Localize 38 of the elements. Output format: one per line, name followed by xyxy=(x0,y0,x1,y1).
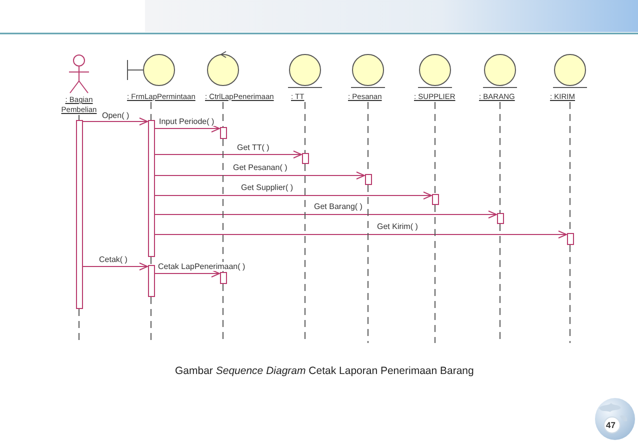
lifeline xyxy=(150,256,152,266)
message-arrow xyxy=(82,262,148,270)
activation-bar xyxy=(302,153,308,164)
message-arrow xyxy=(154,230,567,238)
message-arrow xyxy=(154,124,220,132)
message-arrow xyxy=(154,172,365,180)
message-label: Open( ) xyxy=(101,111,130,120)
activation-bar xyxy=(220,272,226,284)
caption: Gambar Sequence Diagram Cetak Laporan Penerimaan Barang xyxy=(175,365,474,378)
lifeline xyxy=(222,138,224,272)
lifeline xyxy=(434,102,436,194)
message-label: Cetak LapPenerimaan( ) xyxy=(157,262,246,271)
lifeline xyxy=(150,102,152,120)
activation-bar xyxy=(364,174,372,185)
message-arrow xyxy=(154,210,497,218)
message-label: Input Periode( ) xyxy=(158,117,216,126)
lifeline xyxy=(222,102,224,128)
lifeline xyxy=(434,204,436,344)
message-label: Get TT( ) xyxy=(236,143,270,152)
message-label: Get Supplier( ) xyxy=(240,183,294,192)
activation-bar xyxy=(148,265,154,297)
lifeline xyxy=(304,102,306,154)
activation-bar xyxy=(432,194,438,205)
activation-bar xyxy=(76,120,82,309)
message-label: Cetak( ) xyxy=(98,255,128,264)
message-arrow xyxy=(154,270,220,278)
message-label: Get Barang( ) xyxy=(313,202,364,211)
activation-bar xyxy=(220,127,226,139)
page-number: 47 xyxy=(606,420,616,430)
message-arrow xyxy=(154,150,302,158)
activation-bar xyxy=(496,213,504,224)
message-label: Get Kirim( ) xyxy=(376,222,419,231)
message-label: Get Pesanan( ) xyxy=(232,163,288,172)
message-arrow xyxy=(154,192,432,200)
lifeline xyxy=(78,114,80,120)
message-arrow xyxy=(82,118,148,126)
activation-bar xyxy=(148,120,154,257)
activation-bar xyxy=(566,233,574,245)
